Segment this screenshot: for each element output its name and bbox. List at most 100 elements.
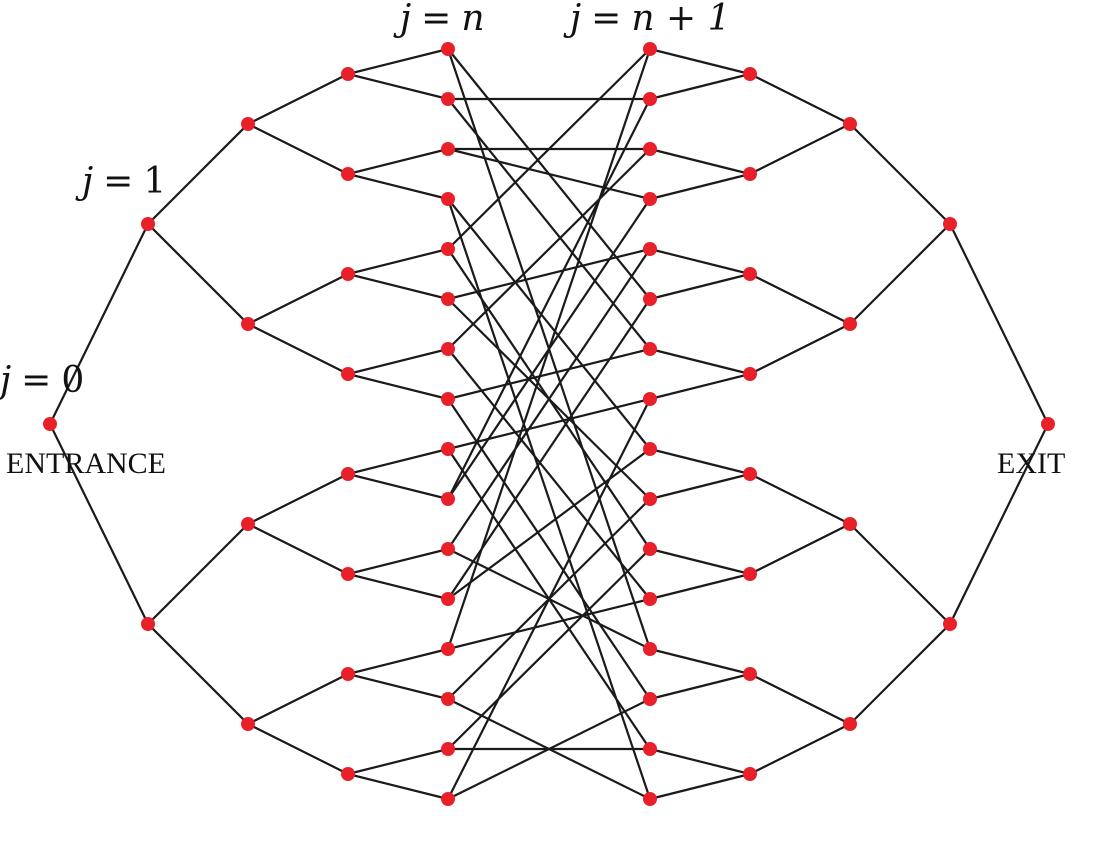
left-tree-edge	[346, 272, 450, 301]
left-tree-node	[241, 717, 255, 731]
label-j-1: j=1	[75, 161, 166, 202]
left-tree-edge	[346, 247, 450, 276]
left-tree-node	[441, 342, 455, 356]
right-tree-node	[743, 767, 757, 781]
right-tree-node	[943, 217, 957, 231]
left-tree-node	[341, 767, 355, 781]
left-tree-node	[43, 417, 57, 431]
right-tree-node	[943, 617, 957, 631]
right-tree-edge	[648, 547, 752, 576]
right-tree-edge	[648, 747, 752, 776]
right-tree-edge	[648, 247, 752, 276]
right-tree-node	[743, 667, 757, 681]
label-j-0: j=0	[0, 360, 84, 401]
left-tree-edge	[246, 722, 350, 776]
right-tree-node	[643, 392, 657, 406]
right-tree-edge	[648, 47, 752, 76]
middle-edge	[446, 97, 652, 501]
left-tree-node	[341, 567, 355, 581]
middle-edge	[446, 297, 652, 601]
left-tree-node	[441, 292, 455, 306]
exit-label: EXIT	[997, 447, 1065, 480]
nodes-layer	[43, 42, 1055, 806]
middle-edge	[446, 197, 652, 801]
left-tree-edge	[246, 272, 350, 326]
left-tree-node	[341, 67, 355, 81]
right-tree-node	[843, 517, 857, 531]
left-tree-node	[441, 792, 455, 806]
middle-edge	[446, 147, 652, 351]
right-tree-edge	[948, 422, 1050, 626]
left-tree-node	[441, 692, 455, 706]
middle-edge	[446, 47, 652, 651]
left-tree-edge	[246, 522, 350, 576]
right-tree-node	[643, 242, 657, 256]
left-tree-node	[441, 742, 455, 756]
right-tree-node	[643, 92, 657, 106]
middle-edge	[446, 247, 652, 551]
left-tree-edge	[146, 122, 250, 226]
right-tree-edge	[748, 322, 852, 376]
middle-edge	[446, 347, 652, 401]
left-tree-node	[141, 217, 155, 231]
right-tree-edge	[848, 622, 952, 726]
left-tree-edge	[346, 372, 450, 401]
right-tree-node	[643, 342, 657, 356]
left-tree-node	[241, 517, 255, 531]
left-tree-node	[441, 242, 455, 256]
left-tree-node	[441, 442, 455, 456]
left-tree-node	[441, 192, 455, 206]
left-tree-edge	[346, 147, 450, 176]
right-tree-node	[743, 167, 757, 181]
left-tree-edge	[346, 47, 450, 76]
left-tree-node	[341, 667, 355, 681]
right-tree-edge	[648, 472, 752, 501]
right-tree-node	[843, 717, 857, 731]
right-tree-edge	[948, 222, 1050, 426]
right-tree-edge	[648, 447, 752, 476]
right-tree-edge	[848, 122, 952, 226]
right-tree-edge	[648, 272, 752, 301]
middle-edge	[446, 397, 652, 451]
left-tree-node	[341, 367, 355, 381]
left-tree-node	[341, 467, 355, 481]
left-tree-edge	[346, 347, 450, 376]
right-tree-edge	[648, 147, 752, 176]
right-tree-edge	[748, 672, 852, 726]
left-tree-node	[441, 492, 455, 506]
left-tree-edge	[146, 222, 250, 326]
right-tree-node	[843, 317, 857, 331]
left-tree-edge	[146, 522, 250, 626]
label-j-n: j=n	[393, 0, 485, 39]
left-tree-edge	[346, 647, 450, 676]
right-tree-edge	[848, 522, 952, 626]
left-tree-edge	[146, 622, 250, 726]
left-tree-node	[441, 92, 455, 106]
middle-edge	[446, 47, 652, 251]
middle-edge	[446, 197, 652, 451]
right-tree-edge	[648, 647, 752, 676]
left-tree-edge	[346, 772, 450, 801]
middle-edge	[446, 597, 652, 651]
left-tree-edge	[48, 422, 150, 626]
middle-edge	[446, 97, 652, 351]
right-tree-edge	[648, 372, 752, 401]
middle-edge	[446, 547, 652, 751]
right-tree-node	[643, 492, 657, 506]
right-tree-edge	[648, 347, 752, 376]
right-tree-node	[643, 592, 657, 606]
right-tree-node	[643, 42, 657, 56]
right-tree-edge	[748, 272, 852, 326]
middle-edge	[446, 147, 652, 201]
right-tree-node	[1041, 417, 1055, 431]
left-tree-edge	[346, 472, 450, 501]
left-tree-node	[141, 617, 155, 631]
right-tree-edge	[648, 72, 752, 101]
left-tree-node	[441, 642, 455, 656]
right-tree-node	[643, 542, 657, 556]
middle-edge	[446, 697, 652, 801]
middle-edge	[446, 447, 652, 601]
left-tree-edge	[48, 222, 150, 426]
